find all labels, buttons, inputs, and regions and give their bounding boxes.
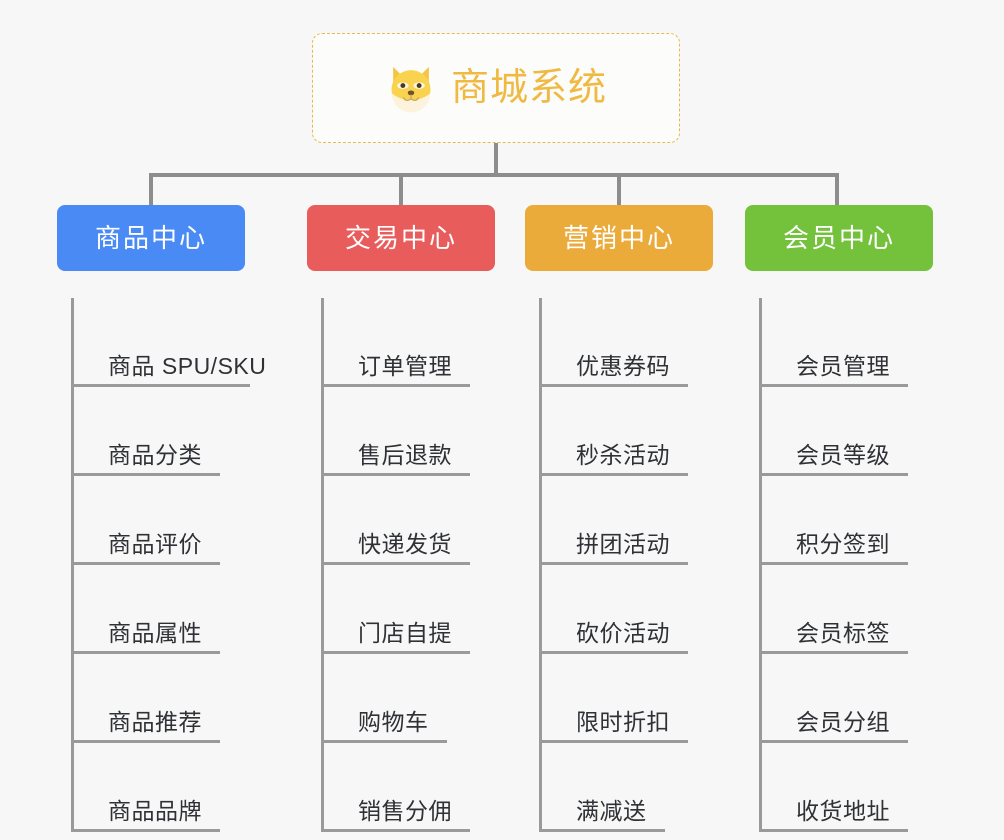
branch-header-label: 营销中心 [562, 223, 675, 253]
branch-header-product-center[interactable]: 商品中心 [57, 205, 245, 271]
leaf-item[interactable]: 门店自提 [324, 565, 495, 654]
leaf-item-label: 拼团活动 [576, 531, 670, 557]
leaf-item-label: 收货地址 [796, 798, 890, 824]
leaf-item[interactable]: 会员分组 [762, 654, 933, 743]
leaf-underline [762, 473, 908, 476]
leaf-underline [542, 473, 688, 476]
leaf-item-label: 商品 SPU/SKU [108, 353, 267, 379]
leaf-item-label: 快递发货 [358, 531, 452, 557]
leaf-underline [762, 740, 908, 743]
leaf-item-label: 限时折扣 [576, 709, 670, 735]
leaf-underline [324, 651, 470, 654]
leaf-item-label: 商品评价 [108, 531, 202, 557]
leaf-list-product-center: 商品 SPU/SKU 商品分类 商品评价 商品属性 商品推荐 商品品牌 [71, 298, 266, 832]
leaf-item-label: 订单管理 [358, 353, 452, 379]
branch-header-member-center[interactable]: 会员中心 [745, 205, 933, 271]
leaf-underline [74, 651, 220, 654]
leaf-list-marketing-center: 优惠券码 秒杀活动 拼团活动 砍价活动 限时折扣 满减送 [539, 298, 713, 832]
leaf-item-label: 商品推荐 [108, 709, 202, 735]
leaf-underline [542, 829, 665, 832]
leaf-underline [542, 384, 688, 387]
leaf-underline [74, 740, 220, 743]
leaf-item[interactable]: 满减送 [542, 743, 713, 832]
connector-drop-branch-4 [835, 173, 839, 207]
leaf-underline [762, 562, 908, 565]
leaf-item-label: 会员管理 [796, 353, 890, 379]
branch-header-trade-center[interactable]: 交易中心 [307, 205, 495, 271]
leaf-item[interactable]: 购物车 [324, 654, 495, 743]
leaf-item[interactable]: 会员管理 [762, 298, 933, 387]
leaf-item-label: 会员等级 [796, 442, 890, 468]
leaf-underline [542, 651, 688, 654]
leaf-item[interactable]: 销售分佣 [324, 743, 495, 832]
leaf-item[interactable]: 商品推荐 [74, 654, 245, 743]
branch-header-marketing-center[interactable]: 营销中心 [525, 205, 713, 271]
connector-drop-branch-3 [617, 173, 621, 207]
root-node-mall-system[interactable]: 商城系统 [312, 33, 680, 143]
leaf-item[interactable]: 积分签到 [762, 476, 933, 565]
leaf-item[interactable]: 订单管理 [324, 298, 495, 387]
leaf-item-label: 购物车 [358, 709, 429, 735]
connector-drop-branch-1 [149, 173, 153, 207]
leaf-item-label: 满减送 [576, 798, 647, 824]
leaf-item-label: 门店自提 [358, 620, 452, 646]
leaf-item-label: 商品品牌 [108, 798, 202, 824]
leaf-item-label: 售后退款 [358, 442, 452, 468]
root-node-label: 商城系统 [450, 67, 607, 109]
leaf-item[interactable]: 收货地址 [762, 743, 933, 832]
shiba-dog-face-icon [391, 66, 431, 113]
connector-drop-branch-2 [399, 173, 403, 207]
branch-product-center: 商品中心 商品 SPU/SKU 商品分类 商品评价 商品属性 商品推荐 [57, 205, 266, 832]
leaf-item[interactable]: 商品 SPU/SKU [74, 298, 266, 387]
leaf-item[interactable]: 会员等级 [762, 387, 933, 476]
leaf-underline [762, 829, 908, 832]
leaf-item[interactable]: 快递发货 [324, 476, 495, 565]
leaf-item[interactable]: 限时折扣 [542, 654, 713, 743]
leaf-underline [324, 829, 470, 832]
leaf-item-label: 秒杀活动 [576, 442, 670, 468]
leaf-item[interactable]: 商品评价 [74, 476, 245, 565]
leaf-item[interactable]: 商品分类 [74, 387, 245, 476]
leaf-item[interactable]: 商品品牌 [74, 743, 245, 832]
leaf-item-label: 砍价活动 [576, 620, 670, 646]
branch-header-label: 交易中心 [344, 223, 457, 253]
leaf-underline [74, 829, 220, 832]
connector-horizontal-bus [149, 173, 839, 177]
leaf-underline [74, 562, 220, 565]
leaf-item[interactable]: 会员标签 [762, 565, 933, 654]
leaf-item[interactable]: 拼团活动 [542, 476, 713, 565]
leaf-underline [762, 651, 908, 654]
leaf-underline [542, 740, 688, 743]
branch-header-label: 商品中心 [94, 223, 207, 253]
leaf-item-label: 销售分佣 [358, 798, 452, 824]
leaf-underline [324, 562, 470, 565]
leaf-item-label: 商品属性 [108, 620, 202, 646]
leaf-underline [74, 384, 250, 387]
leaf-item-label: 会员分组 [796, 709, 890, 735]
leaf-item-label: 积分签到 [796, 531, 890, 557]
branch-member-center: 会员中心 会员管理 会员等级 积分签到 会员标签 会员分组 [745, 205, 933, 832]
leaf-underline [762, 384, 908, 387]
leaf-list-member-center: 会员管理 会员等级 积分签到 会员标签 会员分组 收货地址 [759, 298, 933, 832]
leaf-underline [324, 384, 470, 387]
leaf-underline [542, 562, 688, 565]
leaf-item[interactable]: 优惠券码 [542, 298, 713, 387]
branch-header-label: 会员中心 [782, 223, 895, 253]
leaf-underline [324, 740, 447, 743]
leaf-item-label: 优惠券码 [576, 353, 670, 379]
leaf-underline [324, 473, 470, 476]
leaf-item[interactable]: 商品属性 [74, 565, 245, 654]
leaf-list-trade-center: 订单管理 售后退款 快递发货 门店自提 购物车 销售分佣 [321, 298, 495, 832]
leaf-item[interactable]: 砍价活动 [542, 565, 713, 654]
connector-root-stem [494, 143, 498, 176]
leaf-underline [74, 473, 220, 476]
leaf-item-label: 会员标签 [796, 620, 890, 646]
leaf-item-label: 商品分类 [108, 442, 202, 468]
leaf-item[interactable]: 售后退款 [324, 387, 495, 476]
leaf-item[interactable]: 秒杀活动 [542, 387, 713, 476]
branch-marketing-center: 营销中心 优惠券码 秒杀活动 拼团活动 砍价活动 限时折扣 [525, 205, 713, 832]
branch-trade-center: 交易中心 订单管理 售后退款 快递发货 门店自提 购物车 [307, 205, 495, 832]
